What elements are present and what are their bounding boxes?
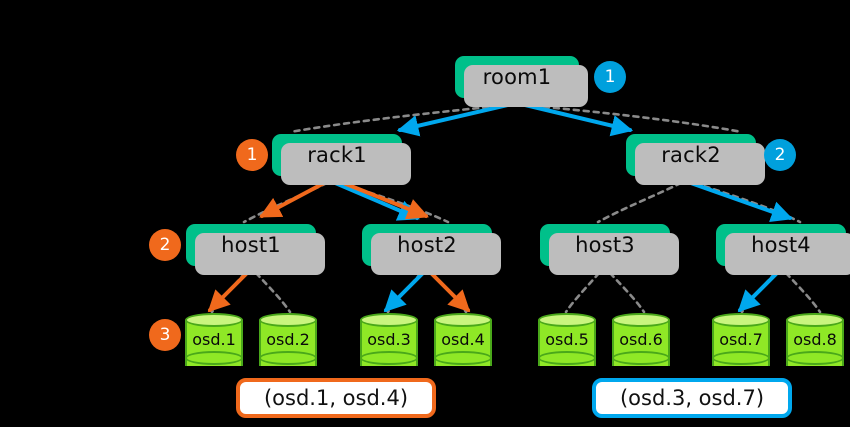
result-box-blue: (osd.3, osd.7) bbox=[592, 378, 792, 418]
cylinder-top bbox=[360, 313, 418, 327]
badge-text: 2 bbox=[774, 145, 786, 165]
cylinder-top bbox=[259, 313, 317, 327]
node-host2[interactable]: host2 bbox=[362, 224, 501, 275]
result-label: (osd.3, osd.7) bbox=[619, 386, 765, 410]
osd-cylinder-6[interactable]: osd.6 bbox=[612, 313, 670, 366]
node-host3[interactable]: host3 bbox=[540, 224, 679, 275]
node-label: room1 bbox=[482, 65, 552, 89]
badge-text: 2 bbox=[159, 235, 171, 255]
osd-cylinder-2[interactable]: osd.2 bbox=[259, 313, 317, 366]
step-badge-blue-1: 1 bbox=[594, 61, 626, 93]
node-host4[interactable]: host4 bbox=[716, 224, 850, 275]
osd-label: osd.1 bbox=[192, 329, 236, 349]
node-label: host2 bbox=[397, 233, 457, 257]
node-label: rack1 bbox=[307, 143, 367, 167]
result-box-orange: (osd.1, osd.4) bbox=[236, 378, 436, 418]
step-badge-orange-2: 2 bbox=[149, 229, 181, 261]
badge-text: 3 bbox=[159, 325, 171, 345]
node-label: rack2 bbox=[661, 143, 721, 167]
node-room1[interactable]: room1 bbox=[455, 56, 588, 107]
node-label: host3 bbox=[575, 233, 635, 257]
osd-cylinder-5[interactable]: osd.5 bbox=[538, 313, 596, 366]
cylinder-bottom bbox=[434, 351, 492, 365]
osd-label: osd.7 bbox=[719, 329, 763, 349]
result-label: (osd.1, osd.4) bbox=[263, 386, 409, 410]
osd-cylinder-8[interactable]: osd.8 bbox=[786, 313, 844, 366]
badge-text: 1 bbox=[246, 145, 258, 165]
step-badge-blue-2: 2 bbox=[764, 139, 796, 171]
node-shadow bbox=[371, 233, 501, 275]
node-shadow bbox=[549, 233, 679, 275]
badge-text: 1 bbox=[604, 67, 616, 87]
node-label: host1 bbox=[221, 233, 281, 257]
node-label: host4 bbox=[751, 233, 811, 257]
node-shadow bbox=[464, 65, 588, 107]
osd-label: osd.5 bbox=[545, 329, 589, 349]
node-shadow bbox=[635, 143, 765, 185]
osd-cylinder-3[interactable]: osd.3 bbox=[360, 313, 418, 366]
orange-placement-path bbox=[207, 180, 471, 313]
osd-label: osd.2 bbox=[266, 329, 310, 349]
osd-cylinder-7[interactable]: osd.7 bbox=[712, 313, 770, 366]
cylinder-bottom bbox=[360, 351, 418, 365]
osd-label: osd.6 bbox=[619, 329, 663, 349]
cylinder-bottom bbox=[185, 351, 243, 365]
cylinder-top bbox=[712, 313, 770, 327]
cylinder-bottom bbox=[712, 351, 770, 365]
node-rack2[interactable]: rack2 bbox=[626, 134, 765, 185]
node-host1[interactable]: host1 bbox=[186, 224, 325, 275]
cylinder-top bbox=[786, 313, 844, 327]
osd-cylinder-4[interactable]: osd.4 bbox=[434, 313, 492, 366]
osd-label: osd.4 bbox=[441, 329, 485, 349]
cylinder-top bbox=[185, 313, 243, 327]
cylinder-bottom bbox=[786, 351, 844, 365]
node-rack1[interactable]: rack1 bbox=[272, 134, 411, 185]
osd-cylinder-1[interactable]: osd.1 bbox=[185, 313, 243, 366]
osd-label: osd.8 bbox=[793, 329, 837, 349]
cylinder-bottom bbox=[259, 351, 317, 365]
cylinder-bottom bbox=[612, 351, 670, 365]
cylinder-bottom bbox=[538, 351, 596, 365]
blue-placement-path bbox=[331, 102, 794, 313]
cylinder-top bbox=[538, 313, 596, 327]
node-shadow bbox=[195, 233, 325, 275]
step-badge-orange-1: 1 bbox=[236, 139, 268, 171]
cylinder-top bbox=[434, 313, 492, 327]
cylinder-top bbox=[612, 313, 670, 327]
node-shadow bbox=[725, 233, 850, 275]
osd-label: osd.3 bbox=[367, 329, 411, 349]
step-badge-orange-3: 3 bbox=[149, 319, 181, 351]
node-shadow bbox=[281, 143, 411, 185]
